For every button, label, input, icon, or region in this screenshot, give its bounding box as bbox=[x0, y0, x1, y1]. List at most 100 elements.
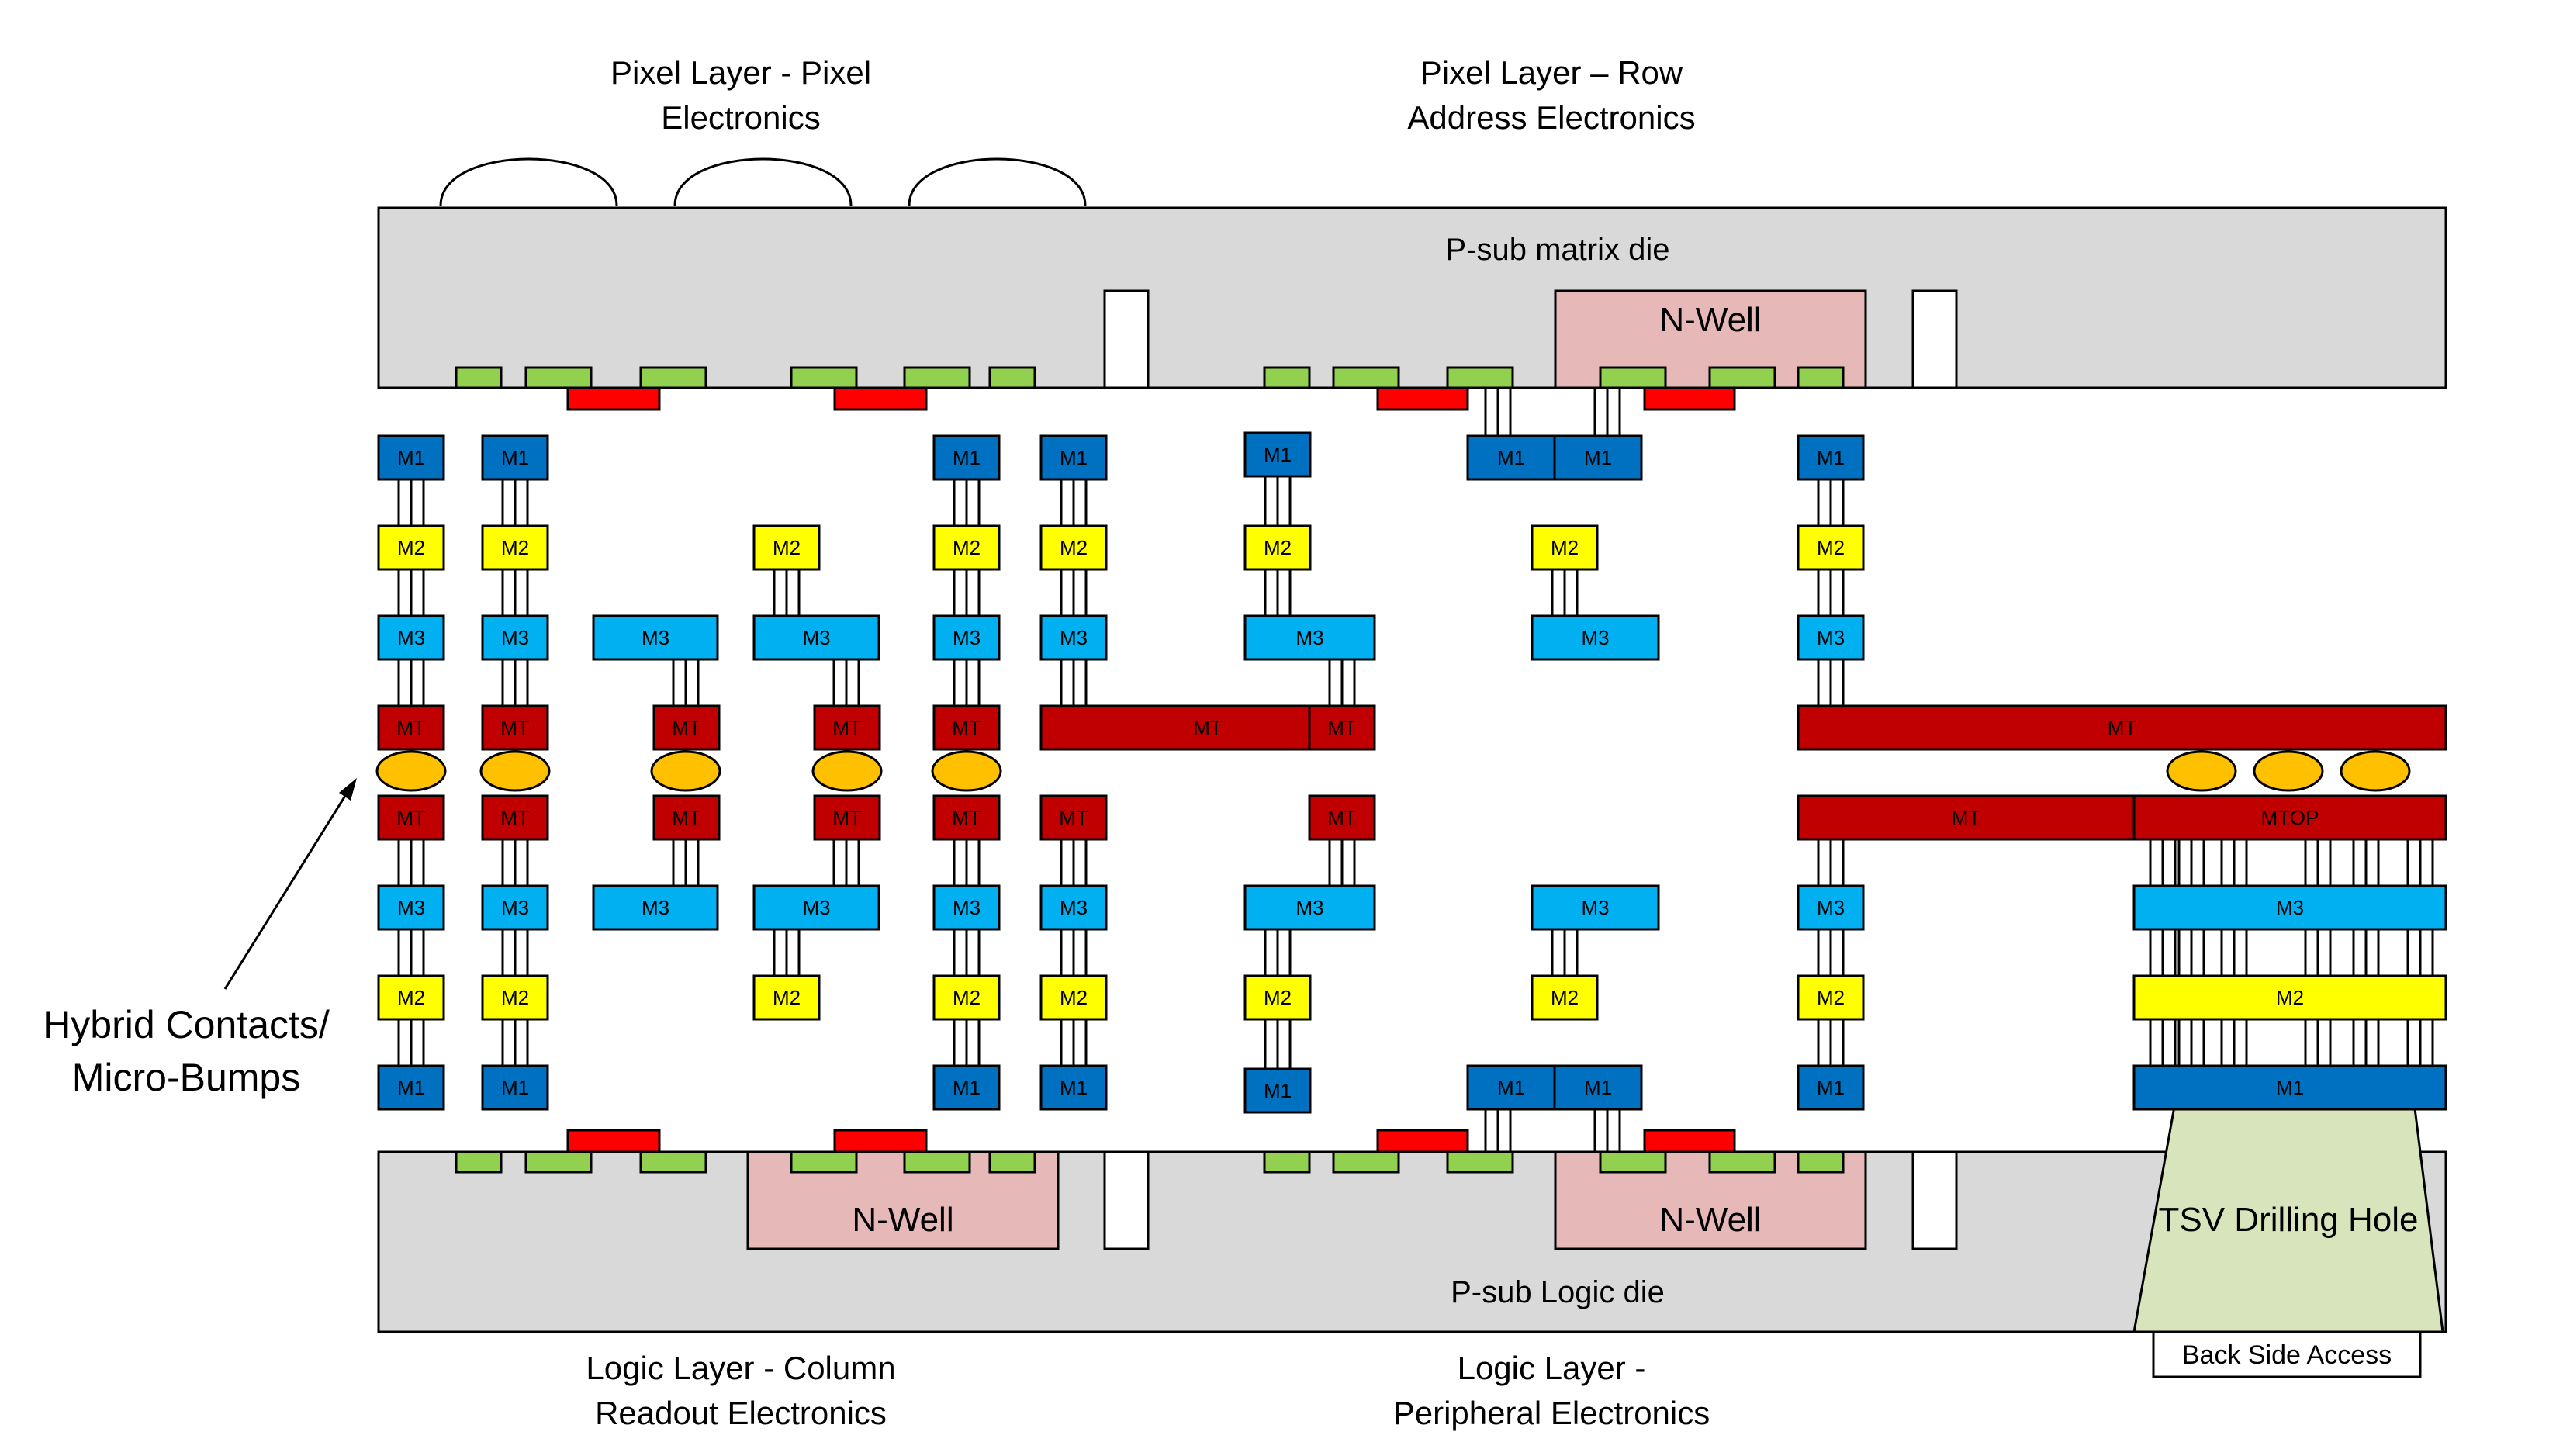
microlens bbox=[673, 157, 853, 206]
m1-metal bbox=[1553, 434, 1643, 481]
hybrid-contacts-arrow bbox=[223, 785, 353, 990]
nwell-label: N-Well bbox=[1659, 301, 1761, 339]
m3-metal bbox=[1531, 614, 1660, 661]
diffusion-contact bbox=[524, 1150, 593, 1174]
isolation-trench bbox=[1911, 289, 1958, 389]
m3-metal bbox=[592, 884, 719, 931]
m1-metal-label: M1 bbox=[1817, 1076, 1845, 1099]
m3-metal bbox=[2132, 884, 2447, 931]
isolation-trench bbox=[1911, 1150, 1958, 1250]
m1-metal-label: M1 bbox=[1264, 443, 1292, 466]
m1-metal bbox=[2132, 1064, 2447, 1111]
diffusion-contact bbox=[988, 366, 1036, 389]
m3-metal-label: M3 bbox=[642, 626, 669, 649]
micro-bump bbox=[931, 750, 1002, 792]
m2-metal bbox=[932, 524, 1001, 571]
mt-metal bbox=[813, 794, 881, 841]
m3-metal bbox=[1243, 884, 1376, 931]
micro-bump bbox=[2340, 750, 2411, 792]
m2-metal-label: M2 bbox=[1264, 536, 1292, 559]
micro-bump bbox=[811, 750, 883, 792]
back-side-access-box bbox=[2152, 1330, 2422, 1378]
m3-metal-label: M3 bbox=[397, 626, 425, 649]
diffusion-contact bbox=[1708, 1150, 1776, 1174]
m3-metal-label: M3 bbox=[2276, 896, 2304, 919]
m3-metal-label: M3 bbox=[1295, 896, 1323, 919]
m3-metal bbox=[1797, 614, 1865, 661]
diffusion-contact bbox=[988, 1150, 1036, 1174]
mt-metal-label: MT bbox=[952, 716, 981, 739]
diffusion-contact bbox=[1446, 366, 1514, 389]
diffusion-contact bbox=[1599, 366, 1667, 389]
mt-metal-label: MT bbox=[1952, 806, 1981, 829]
m3-metal-label: M3 bbox=[1060, 896, 1088, 919]
m1-metal bbox=[377, 1064, 445, 1111]
mt-metal bbox=[1797, 704, 2447, 751]
m3-metal-label: M3 bbox=[1060, 626, 1088, 649]
mt-metal-label: MT bbox=[832, 716, 862, 739]
m1-metal-label: M1 bbox=[1060, 446, 1088, 469]
m3-metal-label: M3 bbox=[802, 626, 830, 649]
m2-metal bbox=[1797, 974, 1865, 1021]
m2-metal-label: M2 bbox=[1817, 536, 1845, 559]
diffusion-contact bbox=[1446, 1150, 1514, 1174]
m3-metal bbox=[377, 884, 445, 931]
matrix-die-label: P-sub matrix die bbox=[1446, 233, 1670, 267]
mt-metal-label: MT bbox=[1193, 716, 1223, 739]
m2-metal-label: M2 bbox=[1551, 536, 1579, 559]
mtop-metal bbox=[2132, 794, 2447, 841]
mt-metal bbox=[1797, 794, 2136, 841]
m3-metal-label: M3 bbox=[642, 896, 669, 919]
m1-metal-label: M1 bbox=[1060, 1076, 1088, 1099]
m3-metal bbox=[377, 614, 445, 661]
diffusion-contact bbox=[903, 366, 971, 389]
m1-metal-label: M1 bbox=[1584, 446, 1612, 469]
nwell-label: N-Well bbox=[852, 1201, 953, 1239]
microlens bbox=[908, 157, 1087, 206]
caption-peripheral-line2: Peripheral Electronics bbox=[1393, 1395, 1710, 1431]
caption-row-address-line2: Address Electronics bbox=[1407, 99, 1695, 136]
m1-metal bbox=[481, 1064, 549, 1111]
gate-contact bbox=[566, 386, 661, 411]
m1-metal-label: M1 bbox=[1497, 1076, 1525, 1099]
gate-contact bbox=[1376, 386, 1469, 411]
gate-contact bbox=[1376, 1129, 1469, 1153]
mt-metal bbox=[932, 704, 1001, 751]
mtop-metal-label: MTOP bbox=[2261, 806, 2319, 829]
mt-metal-label: MT bbox=[1059, 806, 1088, 829]
diffusion-contact bbox=[1599, 1150, 1667, 1174]
mt-metal-label: MT bbox=[1327, 806, 1357, 829]
diffusion-contact bbox=[1797, 1150, 1845, 1174]
m1-metal-label: M1 bbox=[1264, 1079, 1292, 1102]
m2-metal-label: M2 bbox=[501, 536, 529, 559]
microlens bbox=[439, 157, 618, 206]
tsv-drilling-hole-label: TSV Drilling Hole bbox=[2159, 1201, 2419, 1239]
mt-metal-label: MT bbox=[500, 806, 530, 829]
diffusion-contact bbox=[790, 1150, 858, 1174]
caption-pixel-electronics-line2: Electronics bbox=[661, 99, 820, 136]
m3-metal bbox=[932, 614, 1001, 661]
m3-metal-label: M3 bbox=[397, 896, 425, 919]
diffusion-contact bbox=[524, 366, 593, 389]
micro-bump bbox=[650, 750, 721, 792]
micro-bump bbox=[2166, 750, 2237, 792]
mt-metal bbox=[1308, 704, 1376, 751]
caption-column-readout-line2: Readout Electronics bbox=[595, 1395, 887, 1431]
gate-contact bbox=[566, 1129, 661, 1153]
m3-metal-label: M3 bbox=[501, 626, 529, 649]
m3-metal-label: M3 bbox=[953, 626, 981, 649]
m2-metal-label: M2 bbox=[773, 536, 801, 559]
isolation-trench bbox=[1103, 1150, 1150, 1250]
mt-metal bbox=[652, 794, 721, 841]
mt-metal-label: MT bbox=[952, 806, 981, 829]
m3-metal-label: M3 bbox=[953, 896, 981, 919]
logic-die bbox=[377, 1150, 2447, 1333]
m3-metal bbox=[752, 614, 880, 661]
diffusion-contact bbox=[790, 366, 858, 389]
gate-contact bbox=[1643, 1129, 1736, 1153]
m1-metal-label: M1 bbox=[1497, 446, 1525, 469]
interconnect-stack: M1M2M3MTMTM3M2M1M1M2M3MTMTM3M2M1M1M2M3MT… bbox=[375, 366, 2447, 1174]
mt-metal bbox=[652, 704, 721, 751]
m2-metal bbox=[1039, 974, 1108, 1021]
